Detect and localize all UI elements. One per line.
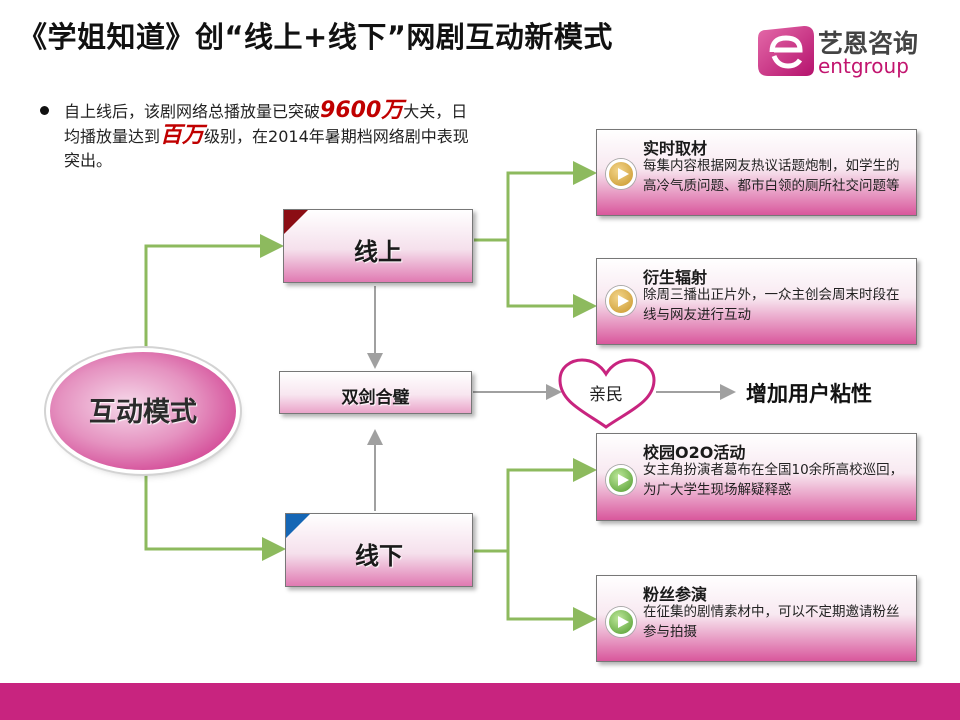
card-title: 衍生辐射 <box>643 268 708 287</box>
play-icon <box>606 159 636 189</box>
card-campus-o2o: 校园O2O活动 女主角扮演者葛布在全国10余所高校巡回，为广大学生现场解疑释惑 <box>596 433 917 521</box>
card-title: 校园O2O活动 <box>643 443 746 462</box>
bullet-highlight-plays: 9600万 <box>320 98 404 123</box>
card-desc: 每集内容根据网友热议话题炮制，如学生的高冷气质问题、都市白领的厕所社交问题等 <box>643 158 900 194</box>
connector-offline-to-card4 <box>506 551 597 631</box>
bullet-text-2: 大关，日均播放量达到 <box>64 102 468 146</box>
card-title: 实时取材 <box>643 139 708 158</box>
play-icon <box>606 607 636 637</box>
combine-node-label: 双剑合璧 <box>341 388 410 408</box>
card-derivative-radiation: 衍生辐射 除周三播出正片外，一众主创会周末时段在线与网友进行互动 <box>596 258 917 345</box>
bullet-highlight-daily: 百万 <box>160 123 205 148</box>
summary-bullet: 自上线后，该剧网络总播放量已突破9600万大关，日均播放量达到百万级别，在201… <box>64 99 474 173</box>
connector-online-to-card2 <box>506 240 597 318</box>
card-desc: 除周三播出正片外，一众主创会周末时段在线与网友进行互动 <box>643 287 900 323</box>
bullet-dot <box>40 106 49 115</box>
connector-online-to-card1 <box>474 161 597 242</box>
card-desc: 在征集的剧情素材中，可以不定期邀请粉丝参与拍摄 <box>643 604 900 640</box>
play-icon <box>606 465 636 495</box>
heart-label: 亲民 <box>589 385 623 405</box>
heart-shape <box>558 358 656 429</box>
bullet-text-1: 自上线后，该剧网络总播放量已突破 <box>64 102 321 121</box>
card-fan-participation: 粉丝参演 在征集的剧情素材中，可以不定期邀请粉丝参与拍摄 <box>596 575 917 662</box>
offline-node-label: 线下 <box>355 542 403 570</box>
center-node-interaction-mode: 互动模式 <box>50 352 236 470</box>
center-node-label: 互动模式 <box>89 397 197 428</box>
logo-text-en: entgroup <box>818 54 909 78</box>
offline-node: 线下 <box>285 513 473 587</box>
online-node: 线上 <box>283 209 473 283</box>
card-realtime-material: 实时取材 每集内容根据网友热议话题炮制，如学生的高冷气质问题、都市白领的厕所社交… <box>596 129 917 216</box>
entgroup-logo-icon <box>758 26 814 76</box>
combine-node: 双剑合璧 <box>279 371 472 414</box>
footer-bar <box>0 683 960 720</box>
online-node-label: 线上 <box>354 238 402 266</box>
connector-center-to-online <box>144 234 284 352</box>
card-desc: 女主角扮演者葛布在全国10余所高校巡回，为广大学生现场解疑释惑 <box>643 462 904 498</box>
logo-text-cn: 艺恩咨询 <box>818 29 919 58</box>
entgroup-logo: 艺恩咨询 entgroup <box>756 22 936 80</box>
result-label: 增加用户粘性 <box>746 382 872 406</box>
play-icon <box>606 286 636 316</box>
connector-offline-to-card3 <box>474 458 597 553</box>
connector-center-to-offline <box>144 470 286 561</box>
offline-corner-marker <box>286 514 310 538</box>
card-title: 粉丝参演 <box>643 585 708 604</box>
online-corner-marker <box>284 210 308 234</box>
bullet-text-3: 级别，在2014年暑期档网络剧中表现突出。 <box>64 127 469 170</box>
page-title: 《学姐知道》创“线上+线下”网剧互动新模式 <box>18 20 613 54</box>
